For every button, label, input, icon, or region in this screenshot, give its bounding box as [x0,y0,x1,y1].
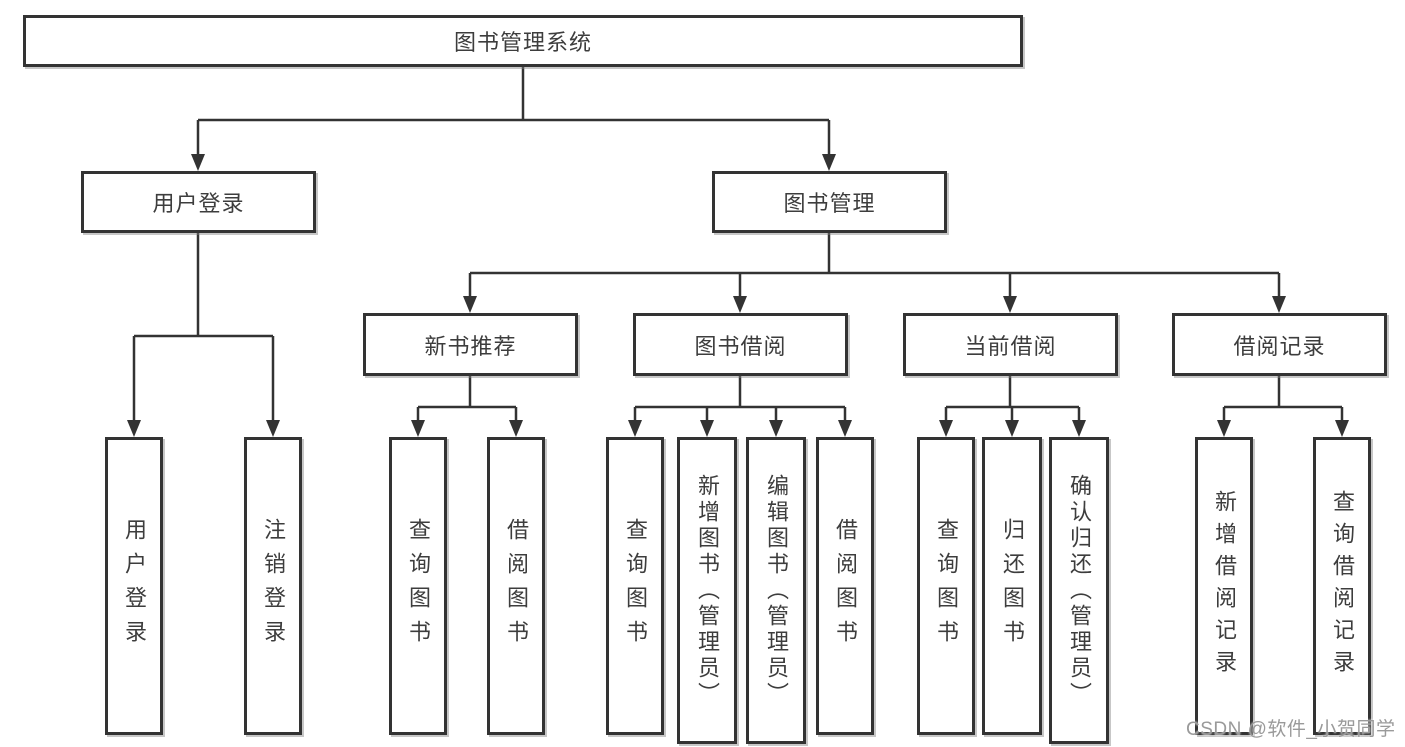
node-user-login: 用户登录 [81,171,316,233]
leaf-add-borrow-record: 新增借阅记录 [1195,437,1253,735]
leaf-query-books-borrow: 查询图书 [606,437,664,735]
leaf-query-books-recommend: 查询图书 [389,437,447,735]
watermark: CSDN @软件_小贺同学 [1186,719,1396,740]
node-root: 图书管理系统 [23,15,1023,67]
node-book-borrow: 图书借阅 [633,313,848,376]
node-new-book-recommend: 新书推荐 [363,313,578,376]
leaf-edit-book-admin: 编辑图书（管理员） [746,437,806,744]
node-borrow-records: 借阅记录 [1172,313,1387,376]
leaf-query-books-current: 查询图书 [917,437,975,735]
leaf-logout: 注销登录 [244,437,302,735]
leaf-return-books: 归还图书 [982,437,1042,735]
node-current-borrow: 当前借阅 [903,313,1118,376]
leaf-query-borrow-record: 查询借阅记录 [1313,437,1371,735]
leaf-confirm-return-admin: 确认归还（管理员） [1049,437,1109,744]
leaf-borrow-books: 借阅图书 [816,437,874,735]
leaf-user-login: 用户登录 [105,437,163,735]
leaf-add-book-admin: 新增图书（管理员） [677,437,737,744]
arrowheads [127,154,1349,437]
leaf-borrow-books-recommend: 借阅图书 [487,437,545,735]
node-book-management: 图书管理 [712,171,947,233]
